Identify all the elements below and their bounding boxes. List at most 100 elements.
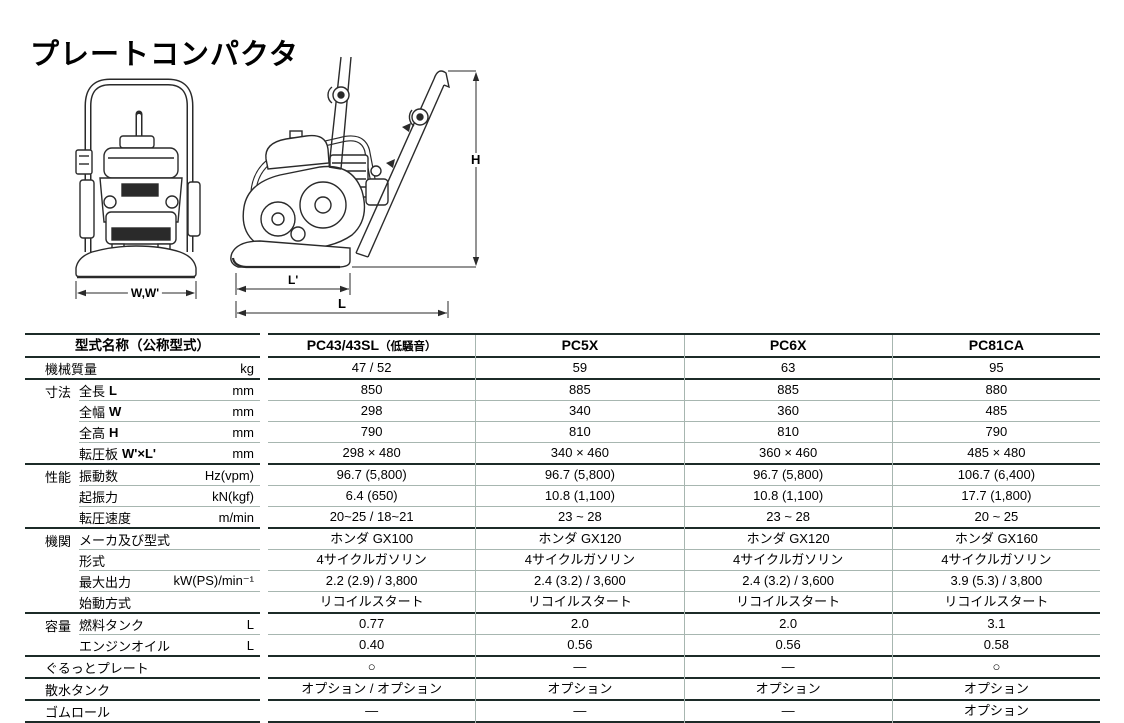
spec-value: 790 (268, 421, 476, 442)
row-unit: L (246, 616, 254, 632)
page-title: プレートコンパクタ (30, 39, 299, 72)
spec-value: 2.0 (779, 616, 798, 631)
spec-value: 4サイクルガソリン (892, 549, 1100, 570)
row-dim-symbol: W'×L' (122, 445, 157, 461)
spec-value: ○ (992, 659, 1001, 674)
spec-value: 790 (892, 421, 1100, 442)
front-view-illustration (75, 78, 201, 299)
row-label: ゴムロール (45, 701, 260, 721)
spec-section: ぐるっとプレート (25, 657, 260, 679)
spec-value: ホンダ GX160 (954, 531, 1038, 546)
row-unit: mm (232, 382, 254, 398)
row-label-text: 始動方式 (79, 595, 132, 611)
spec-value: 3.1 (987, 616, 1006, 631)
spec-value: 340 × 460 (476, 442, 684, 463)
row-label-text: 全高 (79, 425, 106, 441)
spec-value: 4サイクルガソリン (476, 549, 684, 570)
spec-section: オプション (684, 679, 892, 701)
spec-section: 106.7 (6,400)17.7 (1,800)20 ~ 25 (892, 465, 1100, 529)
spec-value: オプション (547, 681, 613, 696)
spec-value: オプション (963, 703, 1029, 718)
spec-section: オプション / オプション (268, 679, 476, 701)
row-label-text: 全長 (79, 383, 106, 399)
spec-value: 3.9 (5.3) / 3,800 (892, 570, 1100, 591)
spec-value: 340 (476, 400, 684, 421)
spec-value: 2.4 (3.2) / 3,600 (476, 570, 684, 591)
front-view-drawing: W,W' (50, 62, 240, 317)
spec-section: 96.7 (5,800)10.8 (1,100)23 ~ 28 (684, 465, 892, 529)
spec-value: リコイルスタート (268, 591, 476, 612)
row-label-text: 転圧速度 (79, 510, 132, 526)
row-label-text: メーカ及び型式 (79, 532, 171, 548)
table-header-label: 型式名称（公称型式） (25, 335, 260, 358)
group-label: 機関 (45, 534, 72, 549)
spec-value: ― (781, 659, 795, 674)
spec-value: 485 × 480 (892, 442, 1100, 463)
spec-value: 10.8 (1,100) (476, 485, 684, 506)
spec-section: 機械質量 kg (25, 358, 260, 380)
spec-value: 2.4 (3.2) / 3,600 (684, 570, 892, 591)
spec-section: ゴムロール (25, 701, 260, 723)
spec-section: 47 / 52 (268, 358, 476, 380)
row-unit: mm (232, 445, 254, 461)
row-label-text: 振動数 (79, 468, 119, 484)
spec-value: ― (365, 703, 379, 718)
spec-section: 2.0 0.56 (684, 614, 892, 657)
spec-value: 298 (268, 400, 476, 421)
spec-section: 96.7 (5,800)10.8 (1,100)23 ~ 28 (476, 465, 684, 529)
row-unit: kg (240, 360, 254, 376)
row-unit: Hz(vpm) (204, 467, 254, 483)
spec-value: 59 (572, 360, 588, 375)
spec-value: 63 (780, 360, 796, 375)
front-width-dim-label: W,W' (127, 286, 163, 300)
spec-value: 298 × 480 (268, 442, 476, 463)
spec-section: ― (684, 701, 892, 723)
spec-section: 96.7 (5,800)6.4 (650)20~25 / 18~21 (268, 465, 476, 529)
spec-section: ― (684, 657, 892, 679)
row-unit: kW(PS)/min⁻¹ (173, 573, 254, 588)
spec-value: 360 × 460 (684, 442, 892, 463)
spec-value: 23 ~ 28 (684, 506, 892, 527)
spec-value: 2.2 (2.9) / 3,800 (268, 570, 476, 591)
spec-value: 0.58 (892, 634, 1100, 655)
spec-value: 4サイクルガソリン (268, 549, 476, 570)
spec-value: 360 (684, 400, 892, 421)
spec-value: 880 (985, 382, 1008, 397)
row-unit: m/min (218, 509, 254, 525)
spec-section: ○ (268, 657, 476, 679)
spec-value: 0.56 (684, 634, 892, 655)
row-label: メーカ及び型式 (79, 529, 260, 549)
side-view-drawing: H L' L (228, 55, 486, 320)
spec-value: 810 (476, 421, 684, 442)
row-label: 転圧速度 m/min (79, 506, 260, 527)
height-dim-label: H (468, 153, 484, 167)
spec-section: ― (476, 657, 684, 679)
row-label-text: 起振力 (79, 489, 119, 505)
row-unit: mm (232, 403, 254, 419)
model-name: PC81CA (968, 337, 1024, 353)
row-label-text: 機械質量 (45, 361, 98, 377)
spec-value: オプション / オプション (301, 681, 443, 696)
spec-section: オプション (892, 701, 1100, 723)
row-label-text: ゴムロール (45, 704, 111, 720)
spec-value: 485 (892, 400, 1100, 421)
